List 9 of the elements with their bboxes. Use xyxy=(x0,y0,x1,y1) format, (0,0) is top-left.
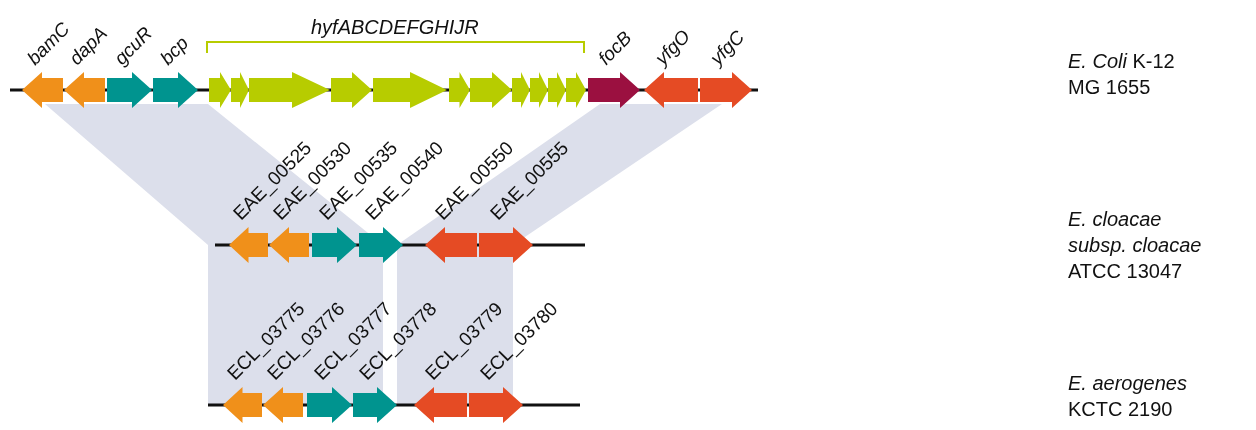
strain-label: MG 1655 xyxy=(1068,76,1151,98)
strain-label: subsp. cloacae xyxy=(1068,234,1202,256)
strain-label: ATCC 13047 xyxy=(1068,260,1183,282)
cluster-label: hyfABCDEFGHIJR xyxy=(311,16,479,38)
strain-label: KCTC 2190 xyxy=(1068,398,1173,420)
strain-label: E. aerogenes xyxy=(1068,372,1187,394)
strain-label: E. Coli K-12 xyxy=(1068,50,1175,72)
strain-label: E. cloacae xyxy=(1068,208,1162,230)
gene-label: bcp xyxy=(156,32,192,68)
